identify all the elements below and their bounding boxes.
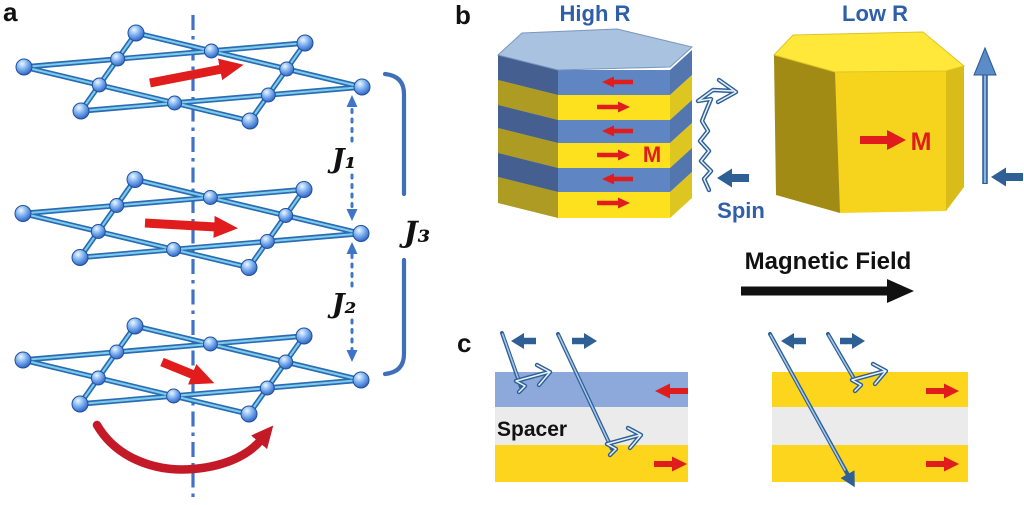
low-r-title: Low R	[842, 1, 908, 26]
panel-a: a J₁ J₂ J₃	[3, 0, 430, 500]
coupling-j1: J₁	[327, 95, 358, 221]
electron-2-trajectory-core	[557, 334, 612, 448]
panel-a-label: a	[3, 0, 18, 27]
panel-c-label: c	[457, 328, 471, 358]
high-r-m-label: M	[643, 142, 661, 167]
high-r-spin-scattering: Spin	[695, 77, 765, 223]
stripe-2-yellow	[498, 75, 692, 120]
coupling-j2: J₂	[327, 242, 358, 362]
rotation-curved-arrow	[92, 420, 274, 474]
stripe-4-yellow	[498, 123, 692, 168]
moment-arrow-middle-layer	[144, 215, 238, 238]
low-r-prism: M	[773, 31, 966, 213]
transmitted-spin-arrowhead	[973, 46, 997, 76]
j3-bracket	[382, 71, 407, 377]
prism-left-shading	[498, 55, 558, 218]
high-r-prism: M	[496, 28, 694, 218]
electron-1-trajectory-core	[501, 333, 522, 386]
electron-4-trajectory-core	[827, 334, 856, 382]
magnetic-field-label: Magnetic Field	[745, 248, 912, 275]
coupling-j3: J₃	[382, 71, 430, 377]
panel-c: c Spacer	[457, 328, 968, 488]
moment-arrow-top-layer	[149, 58, 244, 88]
stripe-3-blue	[498, 100, 692, 143]
low-r-spin-transmission	[973, 46, 1023, 187]
low-r-top-face	[773, 31, 966, 73]
magnetic-field-annotation: Magnetic Field	[741, 248, 914, 303]
low-r-right-shading	[946, 66, 964, 211]
electron-3-trajectory-core	[769, 334, 846, 471]
spin-label: Spin	[717, 198, 765, 223]
low-r-body	[774, 55, 964, 213]
coupling-j2-label: J₂	[327, 289, 357, 320]
left-stack-spacer-layer	[495, 407, 688, 445]
low-r-left-shading	[774, 55, 840, 213]
right-stack-spacer-layer	[772, 407, 968, 445]
coupling-j1-label: J₁	[327, 144, 357, 175]
stripe-5-blue	[498, 148, 692, 192]
stripe-6-yellow	[498, 172, 692, 218]
panel-b-label: b	[455, 0, 471, 30]
panel-b: b High R Low R M Spin	[455, 0, 1023, 303]
moment-arrow-bottom-layer	[160, 357, 215, 385]
spin-zigzag-reflect-icon-core	[697, 79, 737, 191]
prism-top-face	[496, 28, 694, 71]
antiparallel-stack: Spacer	[495, 331, 688, 482]
prism-right-shading	[670, 50, 692, 218]
parallel-stack	[768, 332, 968, 488]
high-r-title: High R	[560, 1, 631, 26]
stripe-1-blue	[498, 50, 692, 95]
low-r-m-label: M	[911, 128, 932, 156]
coupling-j3-label: J₃	[399, 215, 430, 249]
spacer-label: Spacer	[497, 418, 567, 441]
